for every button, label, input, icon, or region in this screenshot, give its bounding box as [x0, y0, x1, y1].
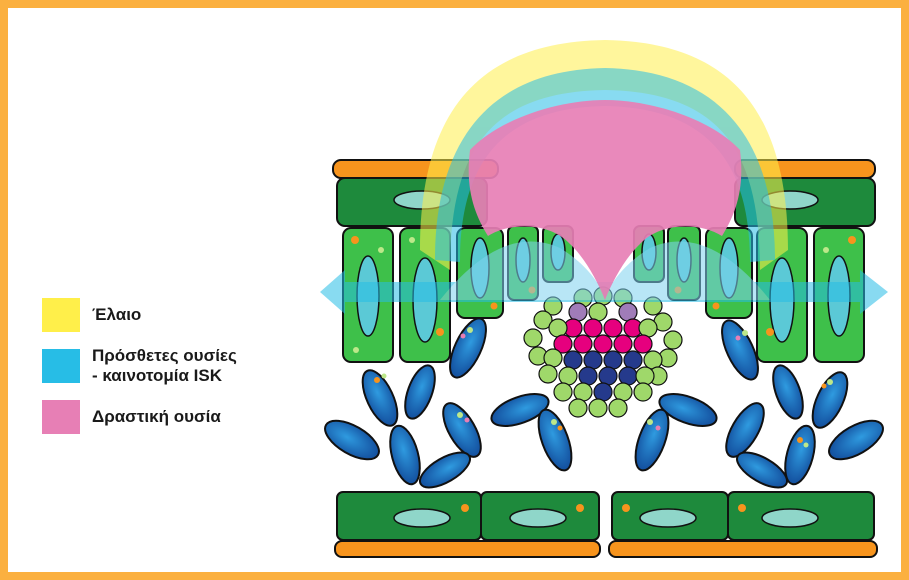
legend-item-oil: Έλαιο [42, 298, 237, 332]
legend-item-additives: Πρόσθετες ουσίες - καινοτομία ISK [42, 346, 237, 386]
legend: Έλαιο Πρόσθετες ουσίες - καινοτομία ISK … [42, 298, 237, 448]
legend-label-additives: Πρόσθετες ουσίες - καινοτομία ISK [92, 346, 237, 386]
legend-swatch-additives [42, 349, 80, 383]
legend-swatch-active-substance [42, 400, 80, 434]
legend-label-oil: Έλαιο [92, 305, 141, 325]
lower-epidermis [335, 492, 877, 557]
legend-item-active-substance: Δραστική ουσία [42, 400, 237, 434]
legend-swatch-oil [42, 298, 80, 332]
legend-label-active-substance: Δραστική ουσία [92, 407, 221, 427]
